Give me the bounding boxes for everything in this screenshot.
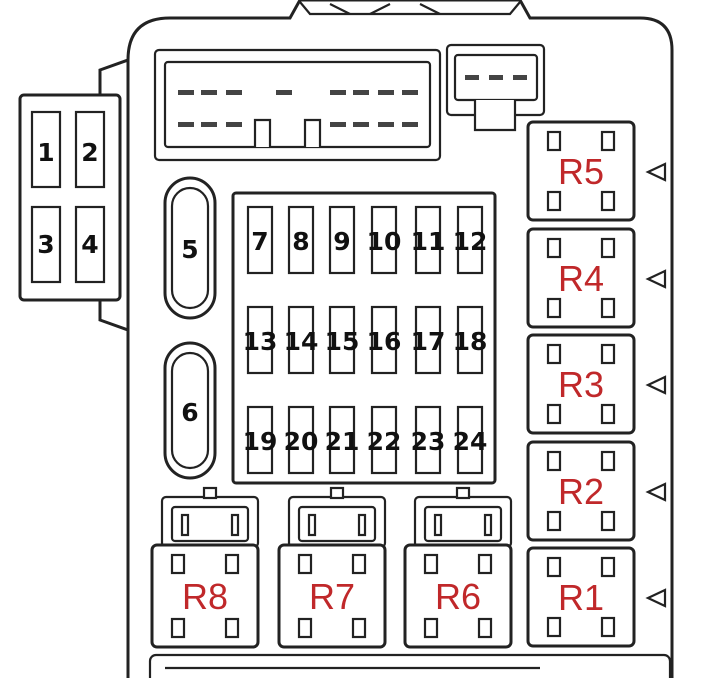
relay-r6: R6 (403, 543, 513, 649)
fuse-4-label: 4 (81, 230, 98, 259)
relay-holder (160, 486, 260, 549)
relay-r7-label: R7 (309, 576, 355, 617)
fuse-3-label: 3 (37, 230, 54, 259)
relay-pointer-icon (645, 482, 667, 502)
relay-r2-label: R2 (558, 471, 604, 512)
fuse-9-label: 9 (333, 227, 350, 256)
relays-bottom: R8 R7 R6 (150, 486, 513, 649)
fuse-11-label: 11 (411, 227, 446, 256)
relay-r1-label: R1 (558, 577, 604, 618)
relay-r8-label: R8 (182, 576, 228, 617)
large-fuse-6 (163, 341, 217, 480)
top-connector (153, 48, 442, 162)
fuse-8: 8 (287, 205, 315, 275)
fuse-20-label: 20 (284, 427, 319, 456)
bottom-connector (148, 653, 672, 678)
fuse-18: 18 (453, 305, 488, 375)
fuse-15: 15 (325, 305, 360, 375)
fuse-11: 11 (411, 205, 446, 275)
relay-r4-label: R4 (558, 258, 604, 299)
relay-r5: R5 (526, 120, 636, 222)
relay-r3-label: R3 (558, 364, 604, 405)
fuse-9: 9 (328, 205, 356, 275)
relay-pointer-icon (645, 162, 667, 182)
fuse-14-label: 14 (284, 327, 319, 356)
fuse-12: 12 (453, 205, 488, 275)
relay-r2: R2 (526, 440, 636, 542)
fuse-7-label: 7 (251, 227, 268, 256)
fuse-6-label: 6 (181, 398, 198, 427)
fuse-5-label: 5 (181, 235, 198, 264)
fuse-22-label: 22 (367, 427, 402, 456)
fuse-15-label: 15 (325, 327, 360, 356)
fuse-16: 16 (367, 305, 402, 375)
fuse-20: 20 (284, 405, 319, 475)
fuse-19: 19 (243, 405, 278, 475)
relay-pointer-icon (645, 375, 667, 395)
relay-pointer-icon (645, 269, 667, 289)
fuse-10: 10 (367, 205, 402, 275)
relay-r8: R8 (150, 543, 260, 649)
fuse-2-label: 2 (81, 138, 98, 167)
fuse-23-label: 23 (411, 427, 446, 456)
fuse-16-label: 16 (367, 327, 402, 356)
top-small-connector (445, 43, 546, 132)
fuse-19-label: 19 (243, 427, 278, 456)
relay-r1: R1 (526, 546, 636, 648)
fuse-13: 13 (243, 305, 278, 375)
relay-r4: R4 (526, 227, 636, 329)
fuse-14: 14 (284, 305, 319, 375)
relay-r3: R3 (526, 333, 636, 435)
relay-r6-label: R6 (435, 576, 481, 617)
fuse-23: 23 (411, 405, 446, 475)
fuse-7: 7 (246, 205, 274, 275)
fuse-13-label: 13 (243, 327, 278, 356)
fuse-24: 24 (453, 405, 488, 475)
relay-r5-label: R5 (558, 151, 604, 192)
fuse-21-label: 21 (325, 427, 360, 456)
fuse-24-label: 24 (453, 427, 488, 456)
small-fuse-block (18, 57, 130, 333)
fuse-1-label: 1 (37, 138, 54, 167)
relay-holder (413, 486, 513, 549)
fuse-17: 17 (411, 305, 446, 375)
fuse-18-label: 18 (453, 327, 488, 356)
fuse-22: 22 (367, 405, 402, 475)
relay-pointer-icon (645, 588, 667, 608)
fuse-12-label: 12 (453, 227, 488, 256)
fuse-8-label: 8 (292, 227, 309, 256)
fuse-10-label: 10 (367, 227, 402, 256)
fuse-21: 21 (325, 405, 360, 475)
relay-r7: R7 (277, 543, 387, 649)
relay-holder (287, 486, 387, 549)
fuse-17-label: 17 (411, 327, 446, 356)
large-fuse-5 (163, 176, 217, 320)
